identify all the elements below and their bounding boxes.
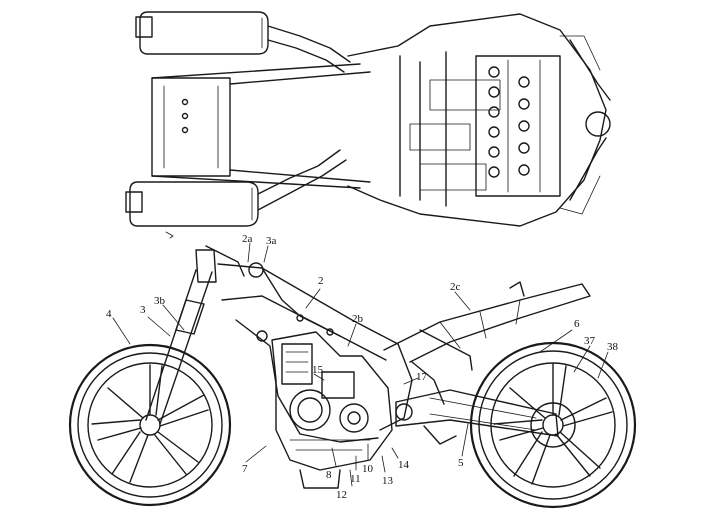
view-arrow: [165, 231, 174, 239]
label-2a: 2a: [242, 233, 253, 245]
side-view: 2a 3a 2 2c 3b 3 4 2b 6 37 38 15 17 7 8 1…: [68, 233, 637, 509]
swingarm: [395, 389, 559, 437]
label-6: 6: [574, 318, 580, 330]
rear-wheel: [469, 341, 637, 509]
main-frame: [217, 262, 413, 443]
label-3a: 3a: [266, 235, 277, 247]
label-37: 37: [584, 335, 596, 347]
front-wheel: [68, 343, 232, 507]
label-5: 5: [458, 457, 464, 469]
label-13: 13: [382, 475, 394, 487]
label-2c: 2c: [450, 281, 461, 293]
rear-shock: [411, 361, 445, 405]
engine-frame-top: [347, 13, 611, 227]
engine: [271, 331, 393, 489]
label-7: 7: [242, 463, 248, 475]
label-11: 11: [350, 473, 361, 485]
front-fork: [145, 245, 245, 425]
label-17: 17: [416, 371, 428, 383]
leader-lines: [112, 242, 609, 487]
label-12: 12: [336, 489, 347, 501]
label-10: 10: [362, 463, 374, 475]
top-view: [125, 11, 611, 239]
label-2: 2: [318, 275, 324, 287]
seat-rail: [151, 63, 371, 189]
label-38: 38: [607, 341, 619, 353]
label-3: 3: [140, 304, 146, 316]
upper-muffler: [135, 11, 351, 73]
label-8: 8: [326, 469, 332, 481]
label-14: 14: [398, 459, 410, 471]
lower-muffler: [125, 149, 347, 227]
label-4: 4: [106, 308, 112, 320]
linkage: [423, 425, 457, 445]
label-2b: 2b: [352, 313, 364, 325]
label-3b: 3b: [154, 295, 166, 307]
label-15: 15: [312, 364, 324, 376]
rear-subframe: [383, 281, 591, 371]
